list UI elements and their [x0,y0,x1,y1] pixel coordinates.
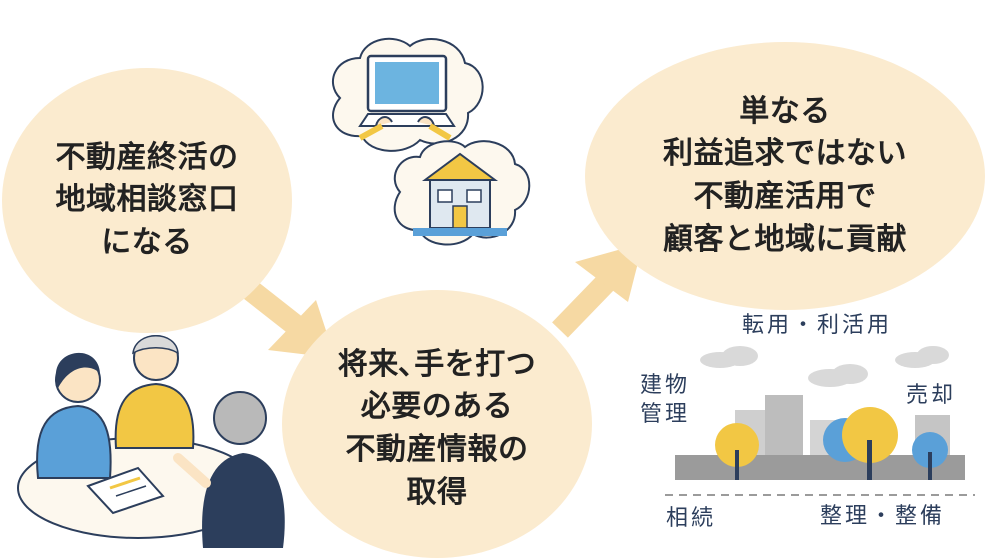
bubble-left-text: 不動産終活の 地域相談窓口 になる [55,139,239,260]
bubble-right-text: 単なる 利益追求ではない 不動産活用で 顧客と地域に貢献 [663,93,907,257]
label-inheritance: 相続 [666,506,717,531]
family-consultation-illustration [17,335,285,548]
bubble-contribution: 単なる 利益追求ではない 不動産活用で 顧客と地域に貢献 [585,42,985,310]
city-illustration [665,346,975,496]
label-sale: 売却 [906,383,957,408]
house-cloud-illustration [393,140,531,246]
bubble-property-info: 将来､手を打つ 必要のある 不動産情報の 取得 [282,290,592,558]
label-conversion: 転用・利活用 [742,313,893,338]
label-building-management: 建物 管理 [640,373,691,427]
computer-cloud-illustration [331,37,484,152]
label-organize: 整理・整備 [820,504,946,529]
bubble-local-consultation: 不動産終活の 地域相談窓口 になる [2,68,292,333]
bubble-center-text: 将来､手を打つ 必要のある 不動産情報の 取得 [337,346,537,510]
